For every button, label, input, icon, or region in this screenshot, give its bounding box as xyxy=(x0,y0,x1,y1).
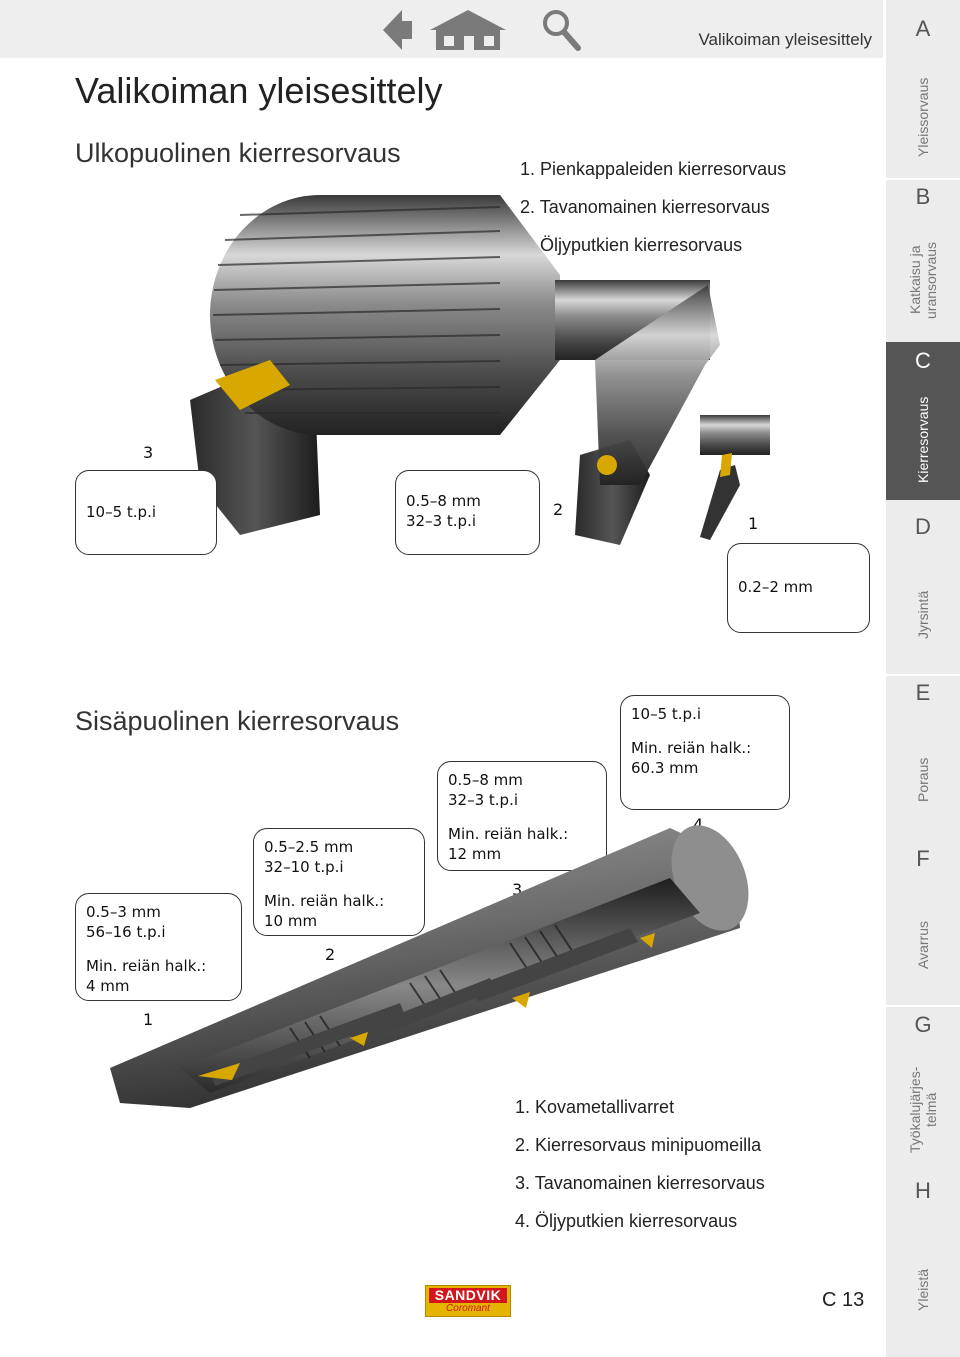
page-number: C 13 xyxy=(822,1289,865,1311)
tab-b-letter[interactable]: B xyxy=(915,184,931,209)
label-external-2: 2 xyxy=(553,500,564,519)
list-item: 1. Kovametallivarret xyxy=(515,1097,675,1117)
threading-insert-1 xyxy=(720,453,732,477)
threading-insert-3 xyxy=(215,360,290,410)
tab-a-letter[interactable]: A xyxy=(915,16,931,41)
tab-g-letter[interactable]: G xyxy=(914,1012,932,1037)
tab-divider xyxy=(886,178,960,180)
chapter-sidebar xyxy=(886,0,960,1357)
home-icon[interactable] xyxy=(430,10,506,50)
callout-internal-4: 10–5 t.p.i Min. reiän halk.: 60.3 mm xyxy=(620,695,790,810)
list-item: 3. Öljyputkien kierresorvaus xyxy=(520,235,743,255)
callout-line: 32–10 t.p.i xyxy=(264,858,344,876)
callout-line: Min. reiän halk.: xyxy=(264,892,385,910)
callout-external-2: 0.5–8 mm 32–3 t.p.i xyxy=(395,470,540,555)
callout-line: 10–5 t.p.i xyxy=(631,705,702,723)
header-title: Valikoiman yleisesittely xyxy=(698,30,872,49)
tab-g-label[interactable]: Työkalujärjes-telmä xyxy=(907,1066,939,1154)
label-external-3: 3 xyxy=(143,443,154,462)
tab-divider xyxy=(886,674,960,676)
nav-icons xyxy=(383,10,581,51)
callout-external-1: 0.2–2 mm xyxy=(727,543,870,633)
tab-h-label[interactable]: Yleistä xyxy=(915,1268,931,1312)
list-item: 2. Kierresorvaus minipuomeilla xyxy=(515,1135,762,1155)
callout-line: 0.5–2.5 mm xyxy=(264,838,354,856)
list-item: 1. Pienkappaleiden kierresorvaus xyxy=(520,159,787,179)
tab-c-letter[interactable]: C xyxy=(915,348,931,373)
callout-line: 56–16 t.p.i xyxy=(86,923,166,941)
sandvik-coromant-logo: SANDVIK Coromant xyxy=(425,1285,511,1317)
callout-external-3: 10–5 t.p.i xyxy=(75,470,217,555)
callout-line: 60.3 mm xyxy=(631,759,699,777)
workpiece-shaft xyxy=(555,280,770,485)
logo-sub: Coromant xyxy=(446,1303,490,1314)
callout-line: Min. reiän halk.: xyxy=(448,825,569,843)
tab-divider xyxy=(886,1005,960,1007)
callout-line: 0.2–2 mm xyxy=(738,578,813,596)
callout-line: 32–3 t.p.i xyxy=(406,512,477,530)
tab-b-label[interactable]: Katkaisu ja uransorvaus xyxy=(907,241,939,319)
tab-c-label[interactable]: Kierresorvaus xyxy=(915,396,931,484)
page-title: Valikoiman yleisesittely xyxy=(75,70,443,111)
list-item: 3. Tavanomainen kierresorvaus xyxy=(515,1173,765,1193)
callout-internal-2: 0.5–2.5 mm 32–10 t.p.i Min. reiän halk.:… xyxy=(253,828,425,936)
internal-section-title: Sisäpuolinen kierresorvaus xyxy=(75,706,400,736)
callout-line: 12 mm xyxy=(448,845,502,863)
tab-f-label[interactable]: Avarrus xyxy=(915,921,931,969)
callout-line: 0.5–3 mm xyxy=(86,903,161,921)
large-threaded-workpiece xyxy=(210,195,560,435)
label-internal-3: 3 xyxy=(512,880,523,899)
callout-line: 10–5 t.p.i xyxy=(86,503,157,521)
tab-e-letter[interactable]: E xyxy=(915,680,931,705)
tab-d-label[interactable]: Jyrsintä xyxy=(915,590,931,640)
tab-h-letter[interactable]: H xyxy=(915,1178,931,1203)
callout-line: 0.5–8 mm xyxy=(406,492,481,510)
callout-line: 0.5–8 mm xyxy=(448,771,523,789)
external-type-list: 1. Pienkappaleiden kierresorvaus 2. Tava… xyxy=(520,150,786,264)
label-external-1: 1 xyxy=(748,514,759,533)
callout-internal-3: 0.5–8 mm 32–3 t.p.i Min. reiän halk.: 12… xyxy=(437,761,607,871)
callout-line: 32–3 t.p.i xyxy=(448,791,519,809)
internal-type-list: 1. Kovametallivarret 2. Kierresorvaus mi… xyxy=(515,1088,765,1240)
back-arrow-icon[interactable] xyxy=(383,10,412,50)
callout-line: 4 mm xyxy=(86,977,130,995)
callout-line: Min. reiän halk.: xyxy=(86,957,207,975)
tab-f-letter[interactable]: F xyxy=(916,846,930,871)
search-icon[interactable] xyxy=(543,10,581,51)
tool-holder-1 xyxy=(700,465,740,540)
boring-bars xyxy=(210,928,638,1086)
list-item: 4. Öljyputkien kierresorvaus xyxy=(515,1211,738,1231)
threading-inserts xyxy=(198,933,655,1080)
tab-e-label[interactable]: Poraus xyxy=(915,757,931,803)
internal-threading-illustration xyxy=(110,825,749,1108)
list-item: 2. Tavanomainen kierresorvaus xyxy=(520,197,770,217)
label-internal-4: 4 xyxy=(693,815,704,834)
callout-line: Min. reiän halk.: xyxy=(631,739,752,757)
label-internal-2: 2 xyxy=(325,945,336,964)
threading-insert-2 xyxy=(597,455,617,475)
tab-d-letter[interactable]: D xyxy=(915,514,931,539)
logo-brand: SANDVIK xyxy=(429,1288,507,1303)
tab-a-label[interactable]: Yleissorvaus xyxy=(915,77,931,158)
callout-line: 10 mm xyxy=(264,912,318,930)
external-section-title: Ulkopuolinen kierresorvaus xyxy=(75,138,401,168)
label-internal-1: 1 xyxy=(143,1010,154,1029)
callout-internal-1: 0.5–3 mm 56–16 t.p.i Min. reiän halk.: 4… xyxy=(75,893,242,1001)
active-tab-background xyxy=(886,342,960,500)
external-threading-illustration xyxy=(190,195,770,545)
